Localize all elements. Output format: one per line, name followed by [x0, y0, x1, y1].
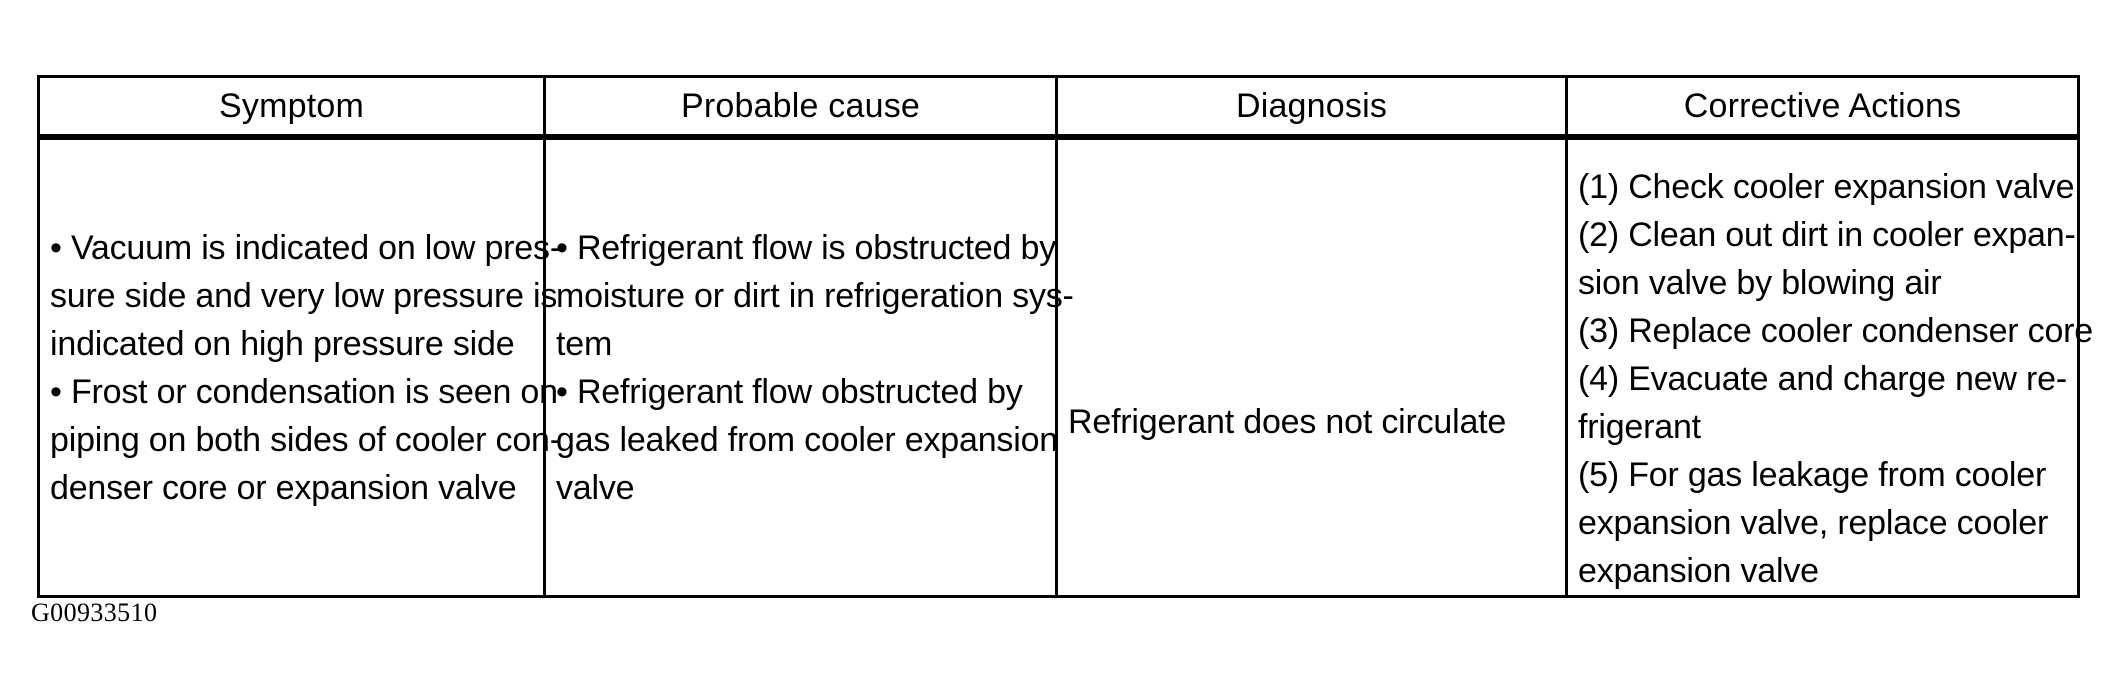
corrective-action-line: (4) Evacuate and charge new re- [1578, 360, 2067, 398]
symptom-line: • Frost or condensation is seen on [50, 373, 558, 411]
corrective-action-line: (5) For gas leakage from cooler [1578, 456, 2047, 494]
probable-cause-line: • Refrigerant flow is obstructed by [556, 229, 1057, 267]
table-body: • Vacuum is indicated on low pres- sure … [37, 137, 2094, 597]
corrective-action-line: expansion valve, replace cooler [1578, 504, 2049, 542]
table-row: • Vacuum is indicated on low pres- sure … [37, 137, 2094, 597]
column-header-symptom: Symptom [37, 76, 546, 140]
symptom-line: sure side and very low pressure is [50, 277, 558, 315]
probable-cause-line: moisture or dirt in refrigeration sys- [556, 277, 1074, 315]
column-header-diagnosis: Diagnosis [1055, 76, 1568, 140]
symptom-line: piping on both sides of cooler con- [50, 421, 561, 459]
corrective-action-line: frigerant [1578, 408, 1701, 446]
cell-symptom: • Vacuum is indicated on low pres- sure … [37, 137, 561, 597]
probable-cause-line: tem [556, 325, 613, 363]
symptom-list: • Vacuum is indicated on low pres- sure … [40, 140, 561, 512]
table-header-row: Symptom Probable cause Diagnosis Correct… [37, 76, 2080, 140]
corrective-action-line: (2) Clean out dirt in cooler expan- [1578, 216, 2076, 254]
diagnosis-line: Refrigerant does not circulate [1068, 403, 1507, 441]
table-header: Symptom Probable cause Diagnosis Correct… [37, 76, 2080, 140]
troubleshooting-table-wrapper: Symptom Probable cause Diagnosis Correct… [37, 75, 2094, 598]
cell-probable-cause: • Refrigerant flow is obstructed by mois… [543, 137, 1074, 597]
corrective-action-line: sion valve by blowing air [1578, 264, 1942, 302]
diagnosis-text: Refrigerant does not circulate [1058, 140, 1565, 446]
corrective-action-line: (3) Replace cooler condenser core [1578, 312, 2094, 350]
column-header-corrective-actions: Corrective Actions [1565, 76, 2080, 140]
column-header-probable-cause: Probable cause [543, 76, 1058, 140]
troubleshooting-table: Symptom Probable cause Diagnosis Correct… [37, 75, 2094, 598]
corrective-action-line: expansion valve [1578, 552, 1819, 590]
corrective-action-line: (1) Check cooler expansion valve [1578, 168, 2075, 206]
probable-cause-list: • Refrigerant flow is obstructed by mois… [546, 140, 1074, 512]
symptom-line: denser core or expansion valve [50, 469, 517, 507]
symptom-line: indicated on high pressure side [50, 325, 515, 363]
probable-cause-line: • Refrigerant flow obstructed by [556, 373, 1023, 411]
cell-diagnosis: Refrigerant does not circulate [1055, 137, 1568, 597]
cell-corrective-actions: (1) Check cooler expansion valve (2) Cle… [1565, 137, 2094, 597]
figure-id-label: G00933510 [31, 598, 158, 627]
probable-cause-line: gas leaked from cooler expansion [556, 421, 1059, 459]
probable-cause-line: valve [556, 469, 635, 507]
corrective-actions-list: (1) Check cooler expansion valve (2) Cle… [1568, 140, 2094, 595]
symptom-line: • Vacuum is indicated on low pres- [50, 229, 561, 267]
